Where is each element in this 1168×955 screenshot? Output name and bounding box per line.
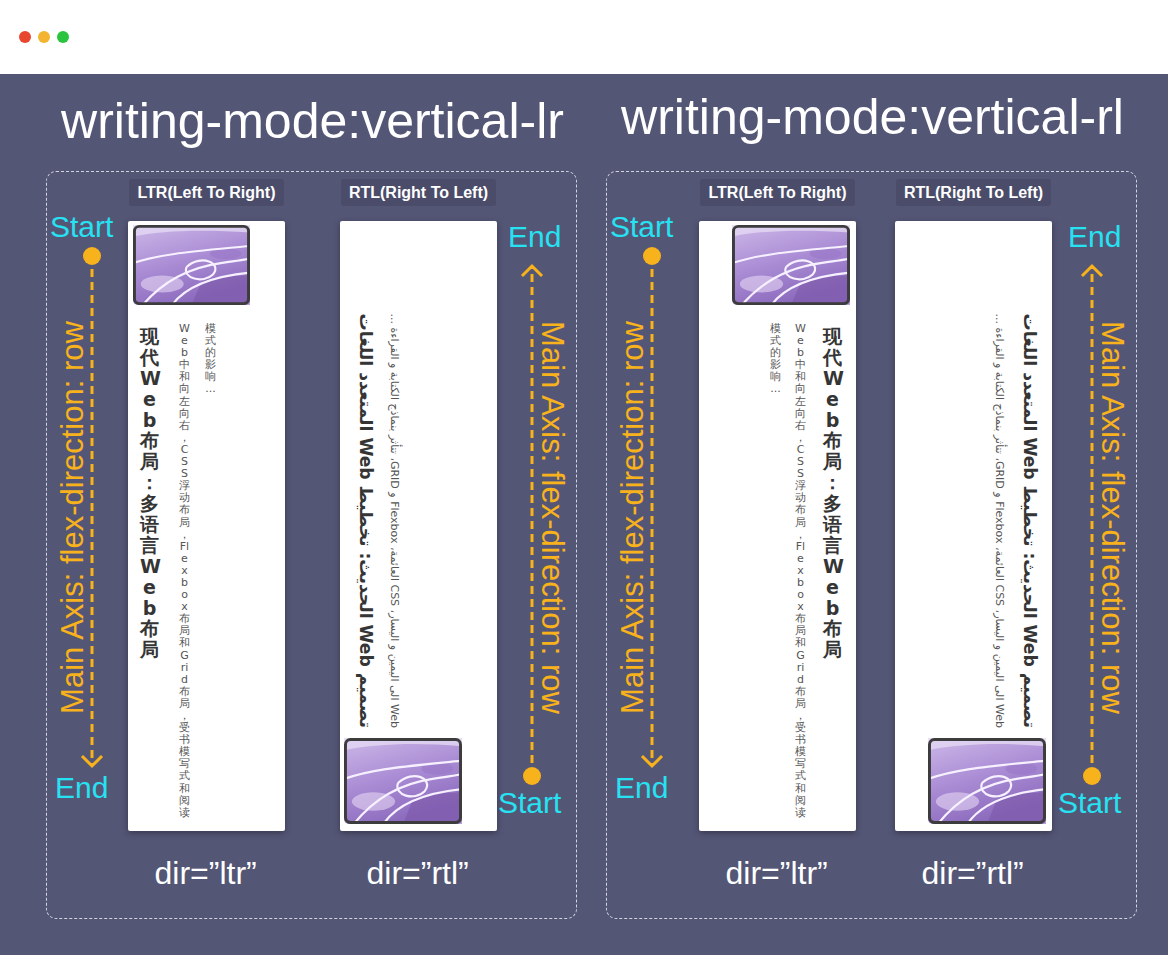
- card-body: Web الى اليمين و اليسار، CSS العائمة، Fl…: [386, 306, 402, 728]
- content-card: LTR(Left To Right)现代 Web 布局：多语言 Web 布局We…: [128, 221, 285, 831]
- text-slot: Web 中和向左向右，CSS 浮动布局，Flexbox 布局和 Grid 布局，…: [770, 323, 806, 823]
- window-dot: [19, 31, 31, 43]
- text-slot: Web الى اليمين و اليسار، CSS العائمة، Fl…: [991, 306, 1007, 728]
- axis-end: End: [508, 222, 561, 252]
- arrow-head: [642, 756, 662, 766]
- label-slot: Main Axis: flex-direction: row: [916, 502, 1168, 533]
- text-slot: RTL(Right To Left): [875, 179, 1072, 206]
- label-slot: Start: [498, 788, 561, 818]
- text-slot: RTL(Right To Left): [320, 179, 517, 206]
- dir-label: dir=”rtl”: [922, 857, 1024, 889]
- card-heading: تصميم Web الحديث: تخطيط Web المتعدد اللغ…: [354, 313, 377, 728]
- label-slot: Main Axis: flex-direction: row: [436, 502, 829, 533]
- text-slot: تصميم Web الحديث: تخطيط Web المتعدد اللغ…: [354, 313, 377, 728]
- card-body: Web 中和向左向右，CSS 浮动布局，Flexbox 布局和 Grid 布局，…: [770, 323, 806, 823]
- card-heading: 现代 Web 布局：多语言 Web 布局: [140, 326, 159, 660]
- text-slot: writing-mode:vertical-rl: [607, 92, 1138, 142]
- axis-arrow: [651, 256, 654, 766]
- photo-illustration: [928, 738, 1046, 824]
- label-slot: Start: [610, 212, 673, 242]
- label-slot: Main Axis: flex-direction: row: [0, 502, 268, 533]
- dir-label: dir=”ltr”: [155, 857, 257, 889]
- dashed-panel: writing-mode:vertical-lrLTR(Left To Righ…: [46, 171, 577, 919]
- label-slot: Start: [1058, 788, 1121, 818]
- axis-label: Main Axis: flex-direction: row: [56, 321, 87, 714]
- axis-dot: [643, 247, 661, 265]
- content-card: RTL(Right To Left)تصميم Web الحديث: تخطي…: [340, 221, 497, 831]
- text-slot: Web الى اليمين و اليسار، CSS العائمة، Fl…: [386, 306, 402, 728]
- card-body: Web الى اليمين و اليسار، CSS العائمة، Fl…: [991, 306, 1007, 728]
- panel-title: writing-mode:vertical-rl: [621, 92, 1124, 142]
- text-slot: LTR(Left To Right): [108, 179, 305, 206]
- card-tab: LTR(Left To Right): [129, 179, 283, 206]
- label-slot: End: [615, 773, 668, 803]
- photo-illustration: [133, 225, 250, 305]
- text-slot: 现代 Web 布局：多语言 Web 布局: [140, 326, 159, 660]
- axis-start: Start: [498, 788, 561, 818]
- axis-arrow: [531, 266, 534, 776]
- axis-label: Main Axis: flex-direction: row: [1096, 321, 1127, 714]
- label-slot: End: [508, 222, 561, 252]
- axis-dot: [523, 767, 541, 785]
- label-slot: dir=”rtl”: [367, 857, 469, 889]
- label-slot: End: [1068, 222, 1121, 252]
- axis-label: Main Axis: flex-direction: row: [536, 321, 567, 714]
- text-slot: writing-mode:vertical-lr: [47, 96, 578, 146]
- card-body: Web 中和向左向右，CSS 浮动布局，Flexbox 布局和 Grid 布局，…: [179, 323, 216, 823]
- axis-end: End: [615, 773, 668, 803]
- text-slot: LTR(Left To Right): [679, 179, 876, 206]
- axis-arrow: [1091, 266, 1094, 776]
- arrow-head: [1082, 266, 1102, 276]
- photo-illustration: [344, 738, 462, 824]
- label-slot: Start: [50, 212, 113, 242]
- label-slot: Main Axis: flex-direction: row: [356, 502, 749, 533]
- dir-label: dir=”rtl”: [367, 857, 469, 889]
- axis-start: Start: [1058, 788, 1121, 818]
- card-tab: RTL(Right To Left): [896, 179, 1051, 206]
- text-slot: 现代 Web 布局：多语言 Web 布局: [823, 326, 842, 660]
- arrow-head: [522, 266, 542, 276]
- axis-dot: [83, 247, 101, 265]
- card-tab: RTL(Right To Left): [341, 179, 496, 206]
- dir-label: dir=”ltr”: [726, 857, 828, 889]
- axis-arrow: [91, 256, 94, 766]
- text-slot: Web 中和向左向右，CSS 浮动布局，Flexbox 布局和 Grid 布局，…: [179, 323, 216, 823]
- axis-dot: [1083, 767, 1101, 785]
- content-card: RTL(Right To Left)تصميم Web الحديث: تخطي…: [895, 221, 1052, 831]
- axis-start: Start: [610, 212, 673, 242]
- axis-end: End: [55, 773, 108, 803]
- arrow-head: [82, 756, 102, 766]
- window-dot: [38, 31, 50, 43]
- label-slot: dir=”rtl”: [922, 857, 1024, 889]
- axis-start: Start: [50, 212, 113, 242]
- label-slot: dir=”ltr”: [726, 857, 828, 889]
- content-card: LTR(Left To Right)现代 Web 布局：多语言 Web 布局We…: [699, 221, 856, 831]
- axis-label: Main Axis: flex-direction: row: [616, 321, 647, 714]
- card-tab: LTR(Left To Right): [700, 179, 854, 206]
- window-body: [0, 74, 1168, 955]
- window-bar: [0, 0, 1168, 74]
- photo-illustration: [732, 225, 850, 305]
- label-slot: dir=”ltr”: [155, 857, 257, 889]
- panel-title: writing-mode:vertical-lr: [61, 96, 564, 146]
- window-dot: [57, 31, 69, 43]
- text-slot: تصميم Web الحديث: تخطيط Web المتعدد اللغ…: [1018, 313, 1041, 728]
- axis-end: End: [1068, 222, 1121, 252]
- card-heading: تصميم Web الحديث: تخطيط Web المتعدد اللغ…: [1018, 313, 1041, 728]
- label-slot: End: [55, 773, 108, 803]
- card-heading: 现代 Web 布局：多语言 Web 布局: [823, 326, 842, 660]
- dashed-panel: writing-mode:vertical-rlLTR(Left To Righ…: [606, 171, 1137, 919]
